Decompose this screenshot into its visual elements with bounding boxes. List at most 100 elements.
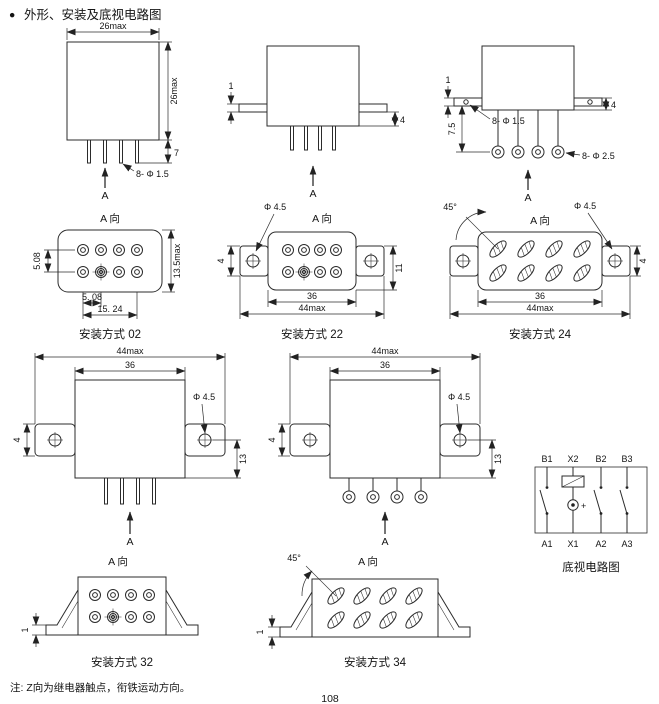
dimension-body-width: 36	[74, 360, 186, 380]
dim-foot-label: 1	[255, 629, 265, 634]
pin	[298, 244, 310, 256]
mounting-flange	[34, 423, 76, 457]
slot-pin	[350, 584, 374, 608]
view-label: A 向	[100, 212, 120, 225]
hook-spec-label: 8- Φ 2.5	[582, 151, 615, 161]
hook-terminals	[342, 478, 428, 504]
pin	[135, 139, 139, 164]
terminal-label-x1: X1	[567, 539, 578, 549]
view-label: A 向	[358, 555, 378, 568]
mounting-flange	[289, 423, 331, 457]
dim-body-label: 36	[535, 291, 545, 301]
hook-terminals	[491, 110, 565, 159]
dim-height-label: 7.5	[447, 123, 457, 136]
pin	[89, 611, 101, 623]
pin	[314, 244, 326, 256]
dim-body-label: 36	[380, 360, 390, 370]
relay-body	[266, 45, 360, 127]
pin-grid	[89, 589, 155, 626]
slot-pin	[376, 608, 400, 632]
slot-grid	[486, 237, 594, 285]
slot-pin	[486, 261, 510, 285]
dimension-ear-gap: 4	[574, 97, 616, 111]
view-arrow-label: A	[126, 536, 133, 548]
view-arrow-label: A	[524, 192, 531, 204]
flange-hole	[606, 252, 624, 270]
view-arrow-label: A	[381, 536, 388, 548]
pin	[314, 266, 326, 278]
dimension-ear-thickness: 1	[444, 75, 454, 118]
slot-pin	[402, 608, 426, 632]
angle-callout: 45°	[287, 553, 337, 597]
slot-pin	[570, 261, 594, 285]
view-title: 安装方式 24	[509, 327, 572, 341]
view-arrow-label: A	[101, 190, 108, 202]
dim-row-pitch-label: 5.08	[32, 252, 42, 270]
flange-hole	[451, 431, 469, 449]
slot-grid	[324, 584, 426, 632]
dimension-offset: 13	[185, 439, 248, 479]
pin-spec-callout: 8- Φ 1.5	[122, 163, 169, 179]
pin-grid	[77, 244, 143, 281]
flange-hole	[301, 431, 319, 449]
dim-foot-label: 1	[20, 627, 30, 632]
view-direction-arrow: A	[101, 167, 109, 202]
mount-view-02: A 向 5.08 5. 08 15. 24 13.5max 安装方式 02	[32, 212, 182, 341]
relay-body	[329, 379, 441, 479]
pin	[113, 266, 125, 278]
mounting-ear	[358, 103, 388, 113]
terminal-label-a2: A2	[595, 539, 606, 549]
hole-spec-label: 8- Φ 1.5	[492, 116, 525, 126]
angle-label: 45°	[443, 202, 457, 212]
pin	[113, 244, 125, 256]
mount-view-22: Φ 4.5 A 向 4 11 36 44max 安装方式 22	[216, 202, 404, 341]
hook-spec-callout: 8- Φ 2.5	[565, 150, 615, 161]
dim-right-label: 11	[394, 263, 404, 272]
dim-body-label: 36	[125, 360, 135, 370]
pin	[131, 266, 143, 278]
dim-gap-label: 4	[611, 100, 616, 110]
relay-pins	[290, 125, 336, 151]
circuit-diagram: B1 X2 B2 B3 + A1 X1 A2 A3 底视电路图	[534, 454, 648, 574]
hook-terminal	[511, 145, 525, 159]
locating-pin	[92, 263, 110, 281]
terminal-label-b2: B2	[595, 454, 606, 464]
dim-right-label: 4	[638, 258, 648, 263]
polarity-symbol	[567, 499, 579, 511]
dimension-total-width: 44max	[289, 346, 481, 424]
base-plate	[267, 231, 357, 291]
ear-hole	[587, 99, 593, 105]
view-title: 安装方式 22	[281, 327, 343, 341]
bent-flange	[437, 591, 471, 638]
dimension-row-pitch: 5.08	[32, 249, 75, 273]
outline-view-1: 26max 26max 7 8- Φ 1.5 A	[66, 21, 179, 202]
pin	[152, 477, 156, 505]
pin	[330, 244, 342, 256]
relay-body	[74, 379, 186, 479]
pin	[125, 589, 137, 601]
terminal-label-a1: A1	[541, 539, 552, 549]
hook-terminal	[551, 145, 565, 159]
dim-total-label: 44max	[371, 346, 399, 356]
view-label: A 向	[108, 555, 128, 568]
dim-left-label: 4	[216, 258, 226, 263]
flange-hole	[196, 431, 214, 449]
slot-pin	[542, 237, 566, 261]
dimension-ear-thickness: 1	[227, 81, 239, 124]
pin	[87, 139, 91, 164]
flange-hole	[362, 252, 380, 270]
flange-hole	[46, 431, 64, 449]
hook-terminal	[414, 490, 428, 504]
dim-height-label: 26max	[169, 77, 179, 105]
dim-plate-height-label: 13.5max	[172, 243, 182, 278]
pin	[107, 589, 119, 601]
hook-terminal	[491, 145, 505, 159]
dim-ear-label: 1	[445, 75, 450, 85]
view-title: 安装方式 32	[91, 655, 153, 669]
dimension-right: 11	[356, 245, 404, 291]
dim-offset-label: 13	[238, 454, 248, 464]
view-direction-arrow: A	[309, 165, 317, 200]
dim-width-label: 26max	[99, 21, 127, 31]
dimension-foot: 1	[20, 613, 46, 647]
relay-body	[481, 45, 575, 111]
